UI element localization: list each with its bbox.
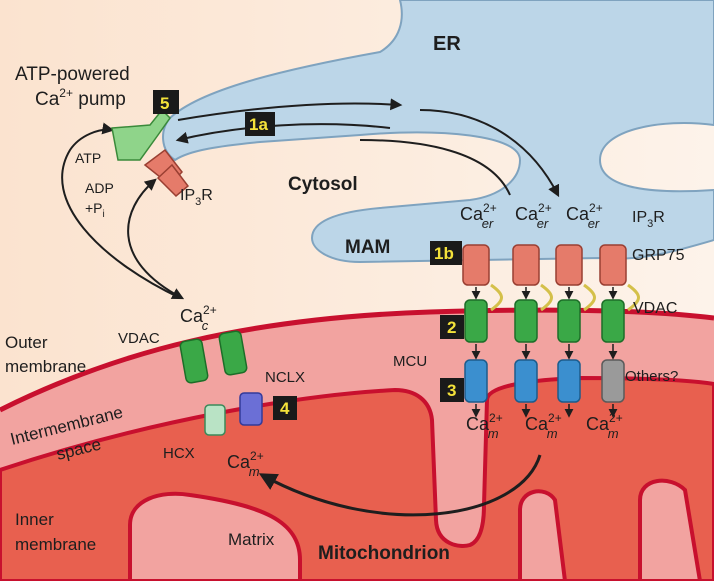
pi-label: +Pi [85,200,105,220]
atp-pump-label-line2: Ca2+ pump [35,86,126,110]
arrow-cytosol-to-er [177,98,403,121]
er-label: ER [433,33,461,55]
vdac-channel-3 [557,299,581,343]
channel-column-4 [599,244,640,403]
others-channel [601,359,625,403]
svg-text:2: 2 [447,318,456,337]
step-badge-4: 4 [273,396,297,420]
mam-label: MAM [345,237,390,258]
channel-column-3 [555,244,596,403]
atp-pump-icon [111,108,171,161]
svg-text:3: 3 [447,381,456,400]
mcu-channel-2 [514,359,538,403]
ip3r-channel-2 [512,244,540,286]
vdac-channel-2 [514,299,538,343]
svg-text:1b: 1b [434,244,454,263]
vdac-right-label: VDAC [633,300,677,317]
ca-m-label-3: Ca2+m [586,411,623,441]
adp-label: ADP [85,180,114,196]
outer-membrane-label-1: Outer [5,333,48,352]
ca-m-label-1: Ca2+m [466,411,503,441]
mcu-channel-1 [464,359,488,403]
arrow-er-branch [359,139,511,196]
svg-text:5: 5 [160,94,169,113]
arrow-ip3r-to-cac [127,178,185,300]
step-badge-5: 5 [153,90,179,114]
others-label: Others? [625,368,678,385]
vdac-channel-4 [601,299,625,343]
outer-membrane-line [0,307,714,413]
grp75-link-2 [540,283,553,312]
ip3r-channel-4 [599,244,627,286]
cytosol-label: Cytosol [288,174,358,195]
mitochondrion-label: Mitochondrion [318,543,450,564]
atp-pump-label-line1: ATP-powered [15,64,130,85]
step-badge-1b: 1b [430,241,462,265]
crista-right [518,489,568,581]
mcu-label: MCU [393,353,427,370]
ip3r-channel-1 [462,244,490,286]
step-badge-1a: 1a [245,112,275,136]
vdac-channel-1 [464,299,488,343]
nclx-icon [239,392,263,426]
ca-er-label-1: Ca2+er [460,201,497,231]
channel-column-2 [512,244,553,403]
arrow-cac-to-pump [61,122,181,299]
arrow-cam-to-nclx [258,454,542,517]
ca-er-label-2: Ca2+er [515,201,552,231]
ip3r-right-label: IP3R [632,209,665,230]
ca-m-label-2: Ca2+m [525,411,562,441]
inner-membrane-label-1: Inner [15,510,54,529]
grp75-link-3 [583,283,596,312]
vdac-left-icon [179,330,248,384]
ca-m-nclx-label: Ca2+m [227,449,264,479]
outer-membrane-label-2: membrane [5,357,86,376]
nclx-label: NCLX [265,369,305,386]
flux-arrows [471,287,618,418]
ip3r-left-label: IP3R [180,187,213,208]
grp75-link-4 [627,283,640,312]
ca-er-label-3: Ca2+er [566,201,603,231]
crista-left [128,491,302,581]
ip3r-channel-3 [555,244,583,286]
ip3r-left-icon [143,148,190,198]
step-badge-3: 3 [440,378,464,402]
arrow-er-to-mam-1 [419,109,560,198]
inner-membrane-label-2: membrane [15,535,96,554]
mcu-channel-3 [557,359,581,403]
step-badge-2: 2 [440,315,464,339]
grp75-link-1 [490,283,503,312]
arrow-er-to-cytosol-1 [175,123,391,144]
svg-text:4: 4 [280,399,290,418]
crista-far-right [638,478,703,581]
svg-text:1a: 1a [249,115,268,134]
hcx-label: HCX [163,445,195,462]
vdac-left-label: VDAC [118,330,160,347]
hcx-icon [204,404,226,436]
atp-label: ATP [75,150,101,166]
ca-c-label: Ca2+c [180,303,217,333]
matrix-label: Matrix [228,530,275,549]
grp75-label: GRP75 [632,247,685,264]
channel-column-1 [462,244,503,403]
